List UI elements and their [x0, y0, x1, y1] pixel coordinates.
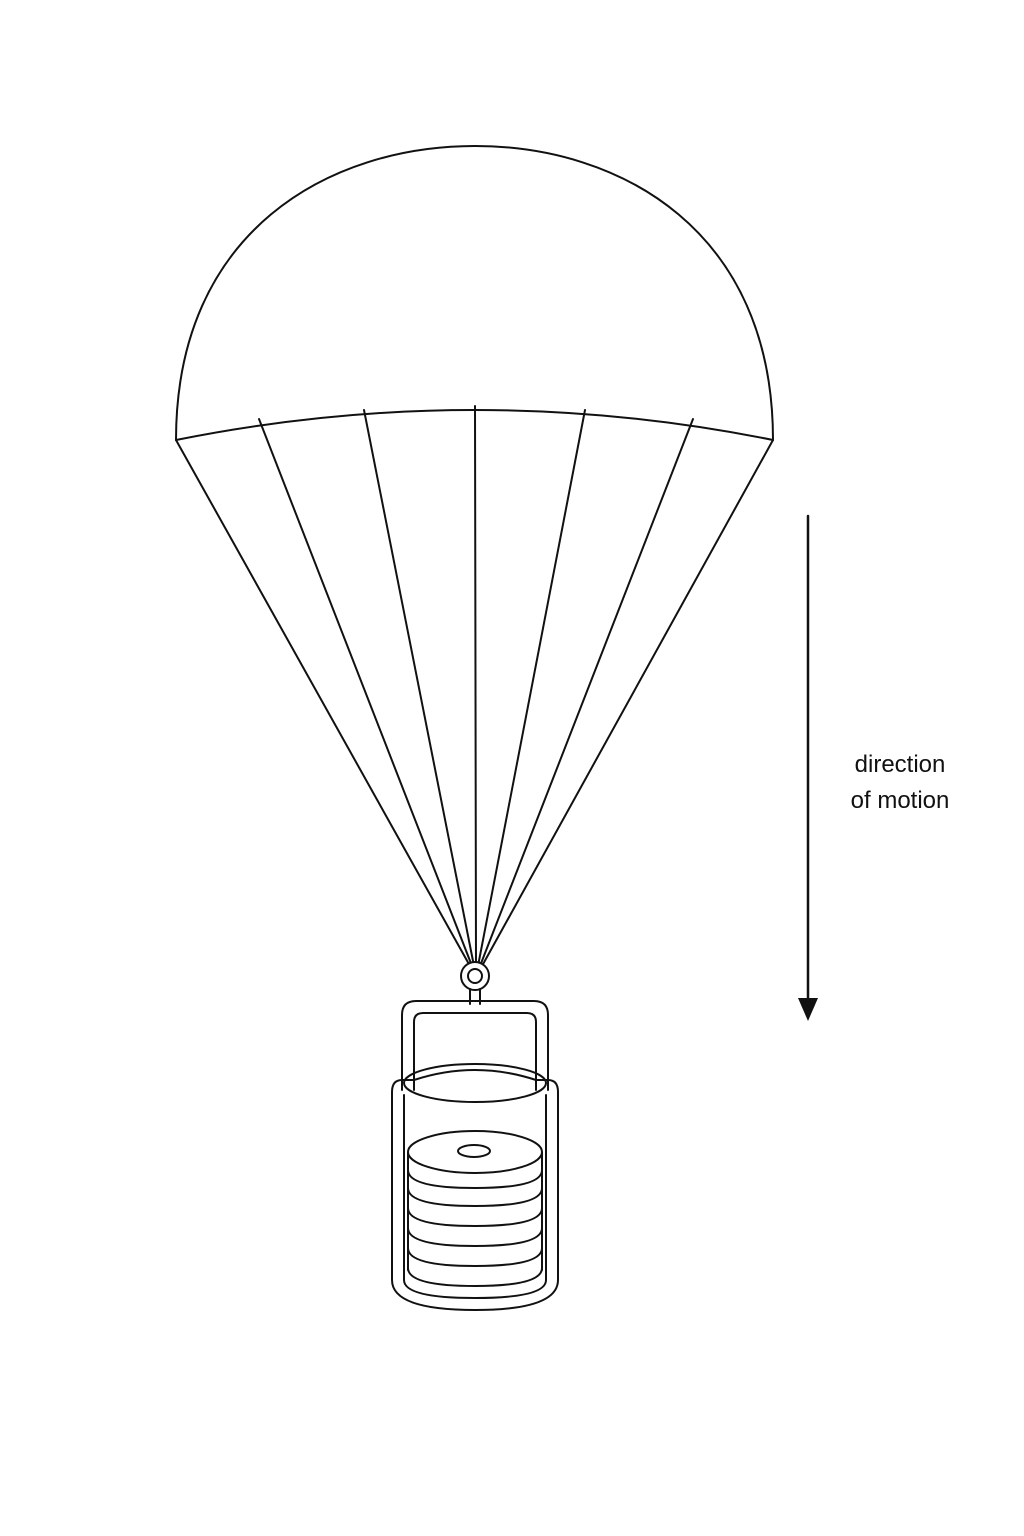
suspension-lines	[175, 405, 774, 967]
suspension-line	[474, 405, 477, 967]
motion-arrow	[798, 514, 818, 1021]
canopy-dome	[175, 145, 774, 441]
canister-top-rim	[403, 1063, 547, 1103]
arrowhead-icon	[798, 998, 818, 1021]
ring-outer	[460, 961, 490, 991]
disc-layer	[407, 1169, 543, 1189]
payload-canister	[391, 1000, 559, 1311]
direction-label-line-1: direction	[854, 751, 946, 778]
parachute-canopy	[175, 145, 774, 441]
suspension-line	[477, 409, 586, 967]
disc-layer	[407, 1187, 543, 1207]
ring-inner	[467, 968, 483, 984]
disc-top	[407, 1130, 543, 1174]
suspension-line	[258, 418, 473, 967]
disc-center-hole	[457, 1144, 491, 1158]
disc-layer	[407, 1207, 543, 1227]
suspension-line	[363, 409, 475, 967]
disc-layer	[407, 1247, 543, 1267]
connector-ring	[460, 961, 490, 1005]
suspension-line	[175, 439, 471, 967]
canister-inner-wall	[403, 1094, 547, 1299]
canister-shell	[391, 1069, 559, 1311]
direction-label-line-2: of motion	[850, 787, 950, 814]
disc-layer	[407, 1267, 543, 1287]
disc-layer	[407, 1227, 543, 1247]
canister-handle	[401, 1000, 549, 1091]
canister-handle-inner	[413, 1012, 537, 1091]
disc-stack	[407, 1130, 543, 1287]
suspension-line	[479, 418, 694, 967]
suspension-line	[481, 439, 774, 967]
